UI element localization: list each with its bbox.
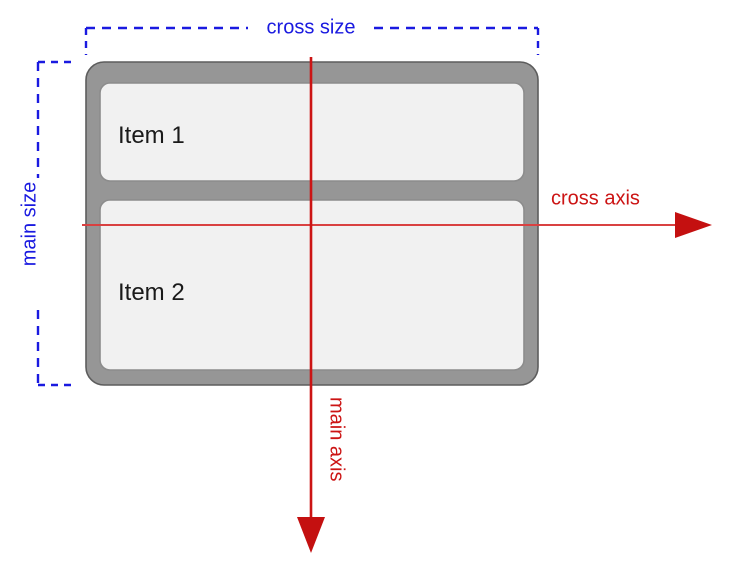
cross-size-label: cross size bbox=[267, 16, 356, 38]
measure-cross-size: cross size bbox=[84, 16, 540, 55]
main-axis-arrowhead bbox=[297, 517, 325, 553]
cross-axis: cross axis bbox=[82, 187, 712, 238]
measure-main-size: main size bbox=[18, 60, 75, 387]
flex-item-1-label: Item 1 bbox=[118, 122, 185, 149]
flex-item-2-label: Item 2 bbox=[118, 279, 185, 306]
cross-axis-label: cross axis bbox=[551, 187, 640, 209]
main-axis: main axis bbox=[297, 57, 348, 553]
cross-axis-arrowhead bbox=[675, 212, 712, 238]
main-size-label: main size bbox=[18, 182, 40, 266]
main-axis-label: main axis bbox=[326, 397, 348, 481]
